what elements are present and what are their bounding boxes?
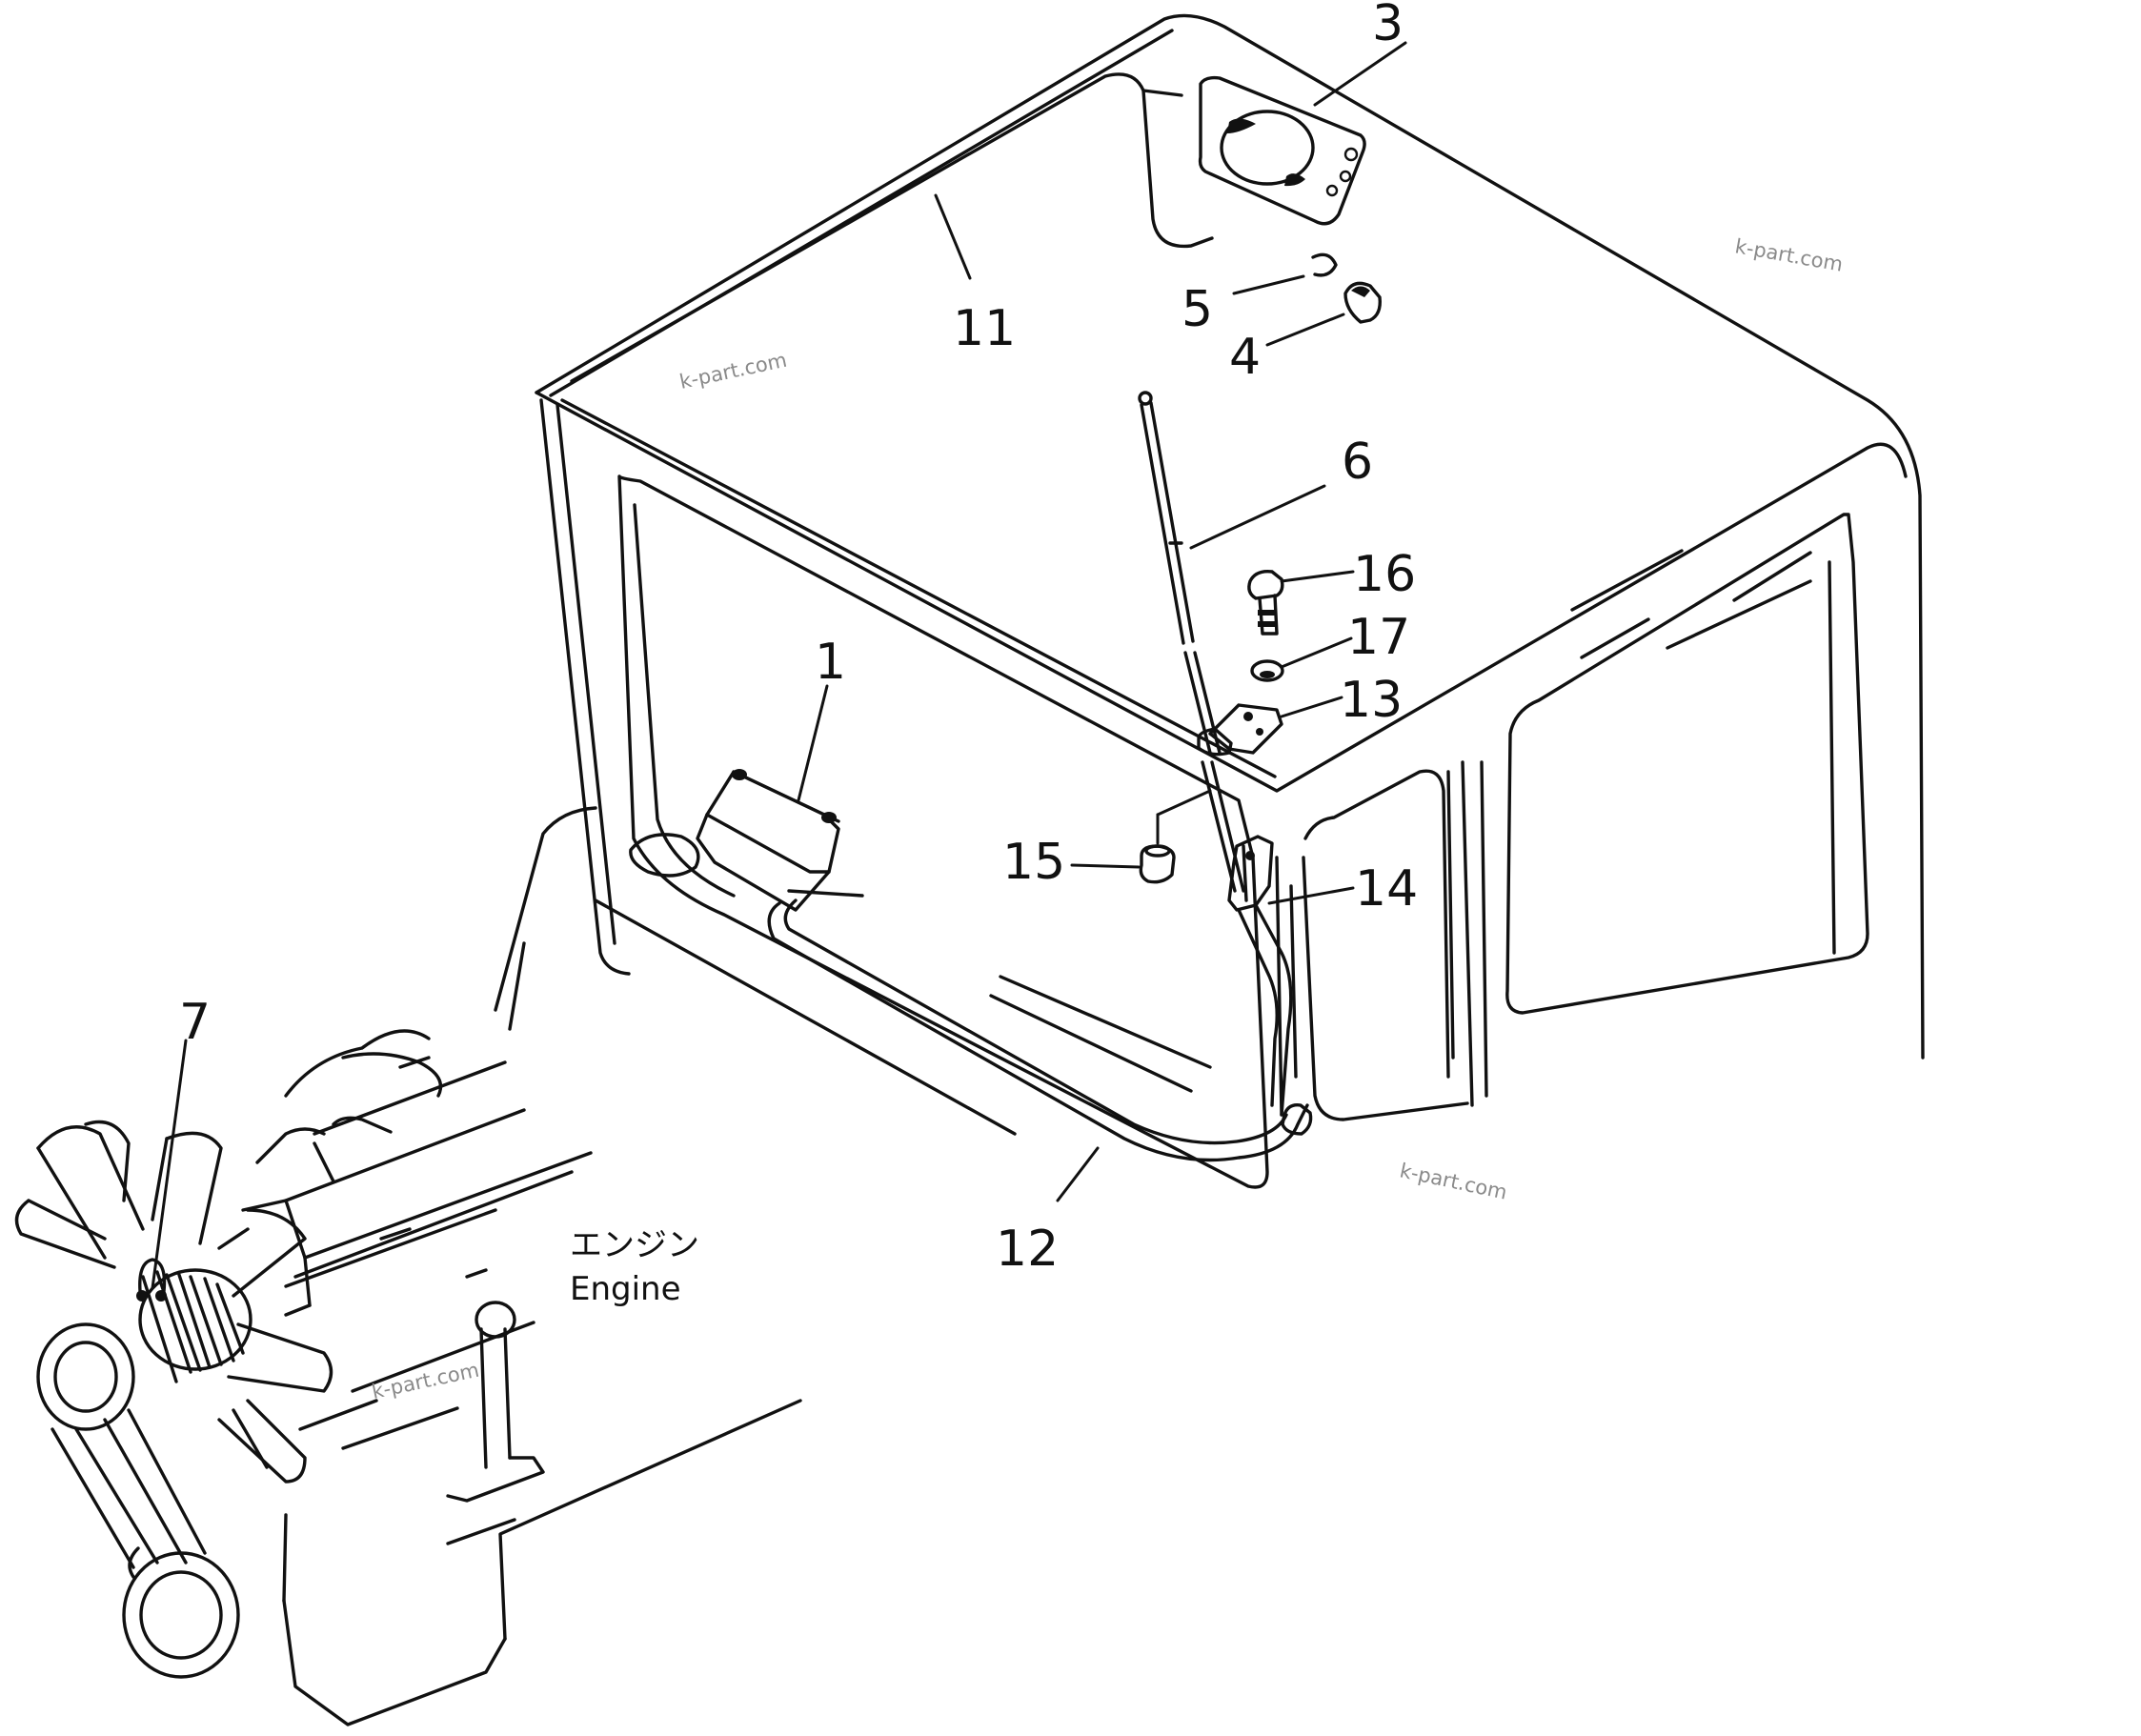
part-13-bracket	[1197, 703, 1283, 757]
label-part-6: 6	[1342, 434, 1373, 491]
watermark: k-part.com	[1733, 234, 1845, 275]
watermark: k-part.com	[1398, 1159, 1509, 1203]
part-6-rod	[1138, 391, 1245, 893]
label-part-13: 13	[1340, 672, 1403, 729]
part-16-nut	[1139, 844, 1176, 884]
part-15-bolt	[1247, 570, 1284, 636]
label-part-5: 5	[1182, 281, 1213, 338]
part-3-bracket	[1198, 75, 1366, 226]
label-part-12: 12	[996, 1221, 1059, 1278]
part-12-tube	[629, 833, 1313, 1162]
leader-lines	[151, 41, 1407, 1290]
engine-caption: エンジン Engine	[570, 1226, 699, 1308]
label-part-17: 17	[1347, 609, 1410, 666]
engine-block	[14, 1029, 802, 1726]
part-4-bolt	[1343, 281, 1382, 324]
part-1-unit	[696, 769, 864, 912]
part-17-washer	[1250, 659, 1284, 682]
engine-caption-japanese: エンジン	[570, 1226, 699, 1264]
engine-caption-english: Engine	[570, 1270, 681, 1308]
label-part-7: 7	[179, 994, 211, 1051]
label-part-16: 15	[1002, 834, 1065, 891]
label-part-3: 3	[1372, 0, 1404, 52]
label-part-14: 14	[1355, 860, 1418, 918]
watermark: k-part.com	[677, 349, 789, 394]
part-5-washer	[1311, 252, 1338, 277]
label-part-15: 16	[1353, 546, 1416, 603]
label-part-4: 4	[1229, 329, 1261, 386]
part-labels: 3 11 5 4 6 16 17 13 1 15 14 12 7	[179, 0, 1418, 1278]
label-part-11: 11	[953, 300, 1016, 357]
cab-outline	[494, 13, 1925, 1189]
label-part-1: 1	[815, 634, 846, 691]
